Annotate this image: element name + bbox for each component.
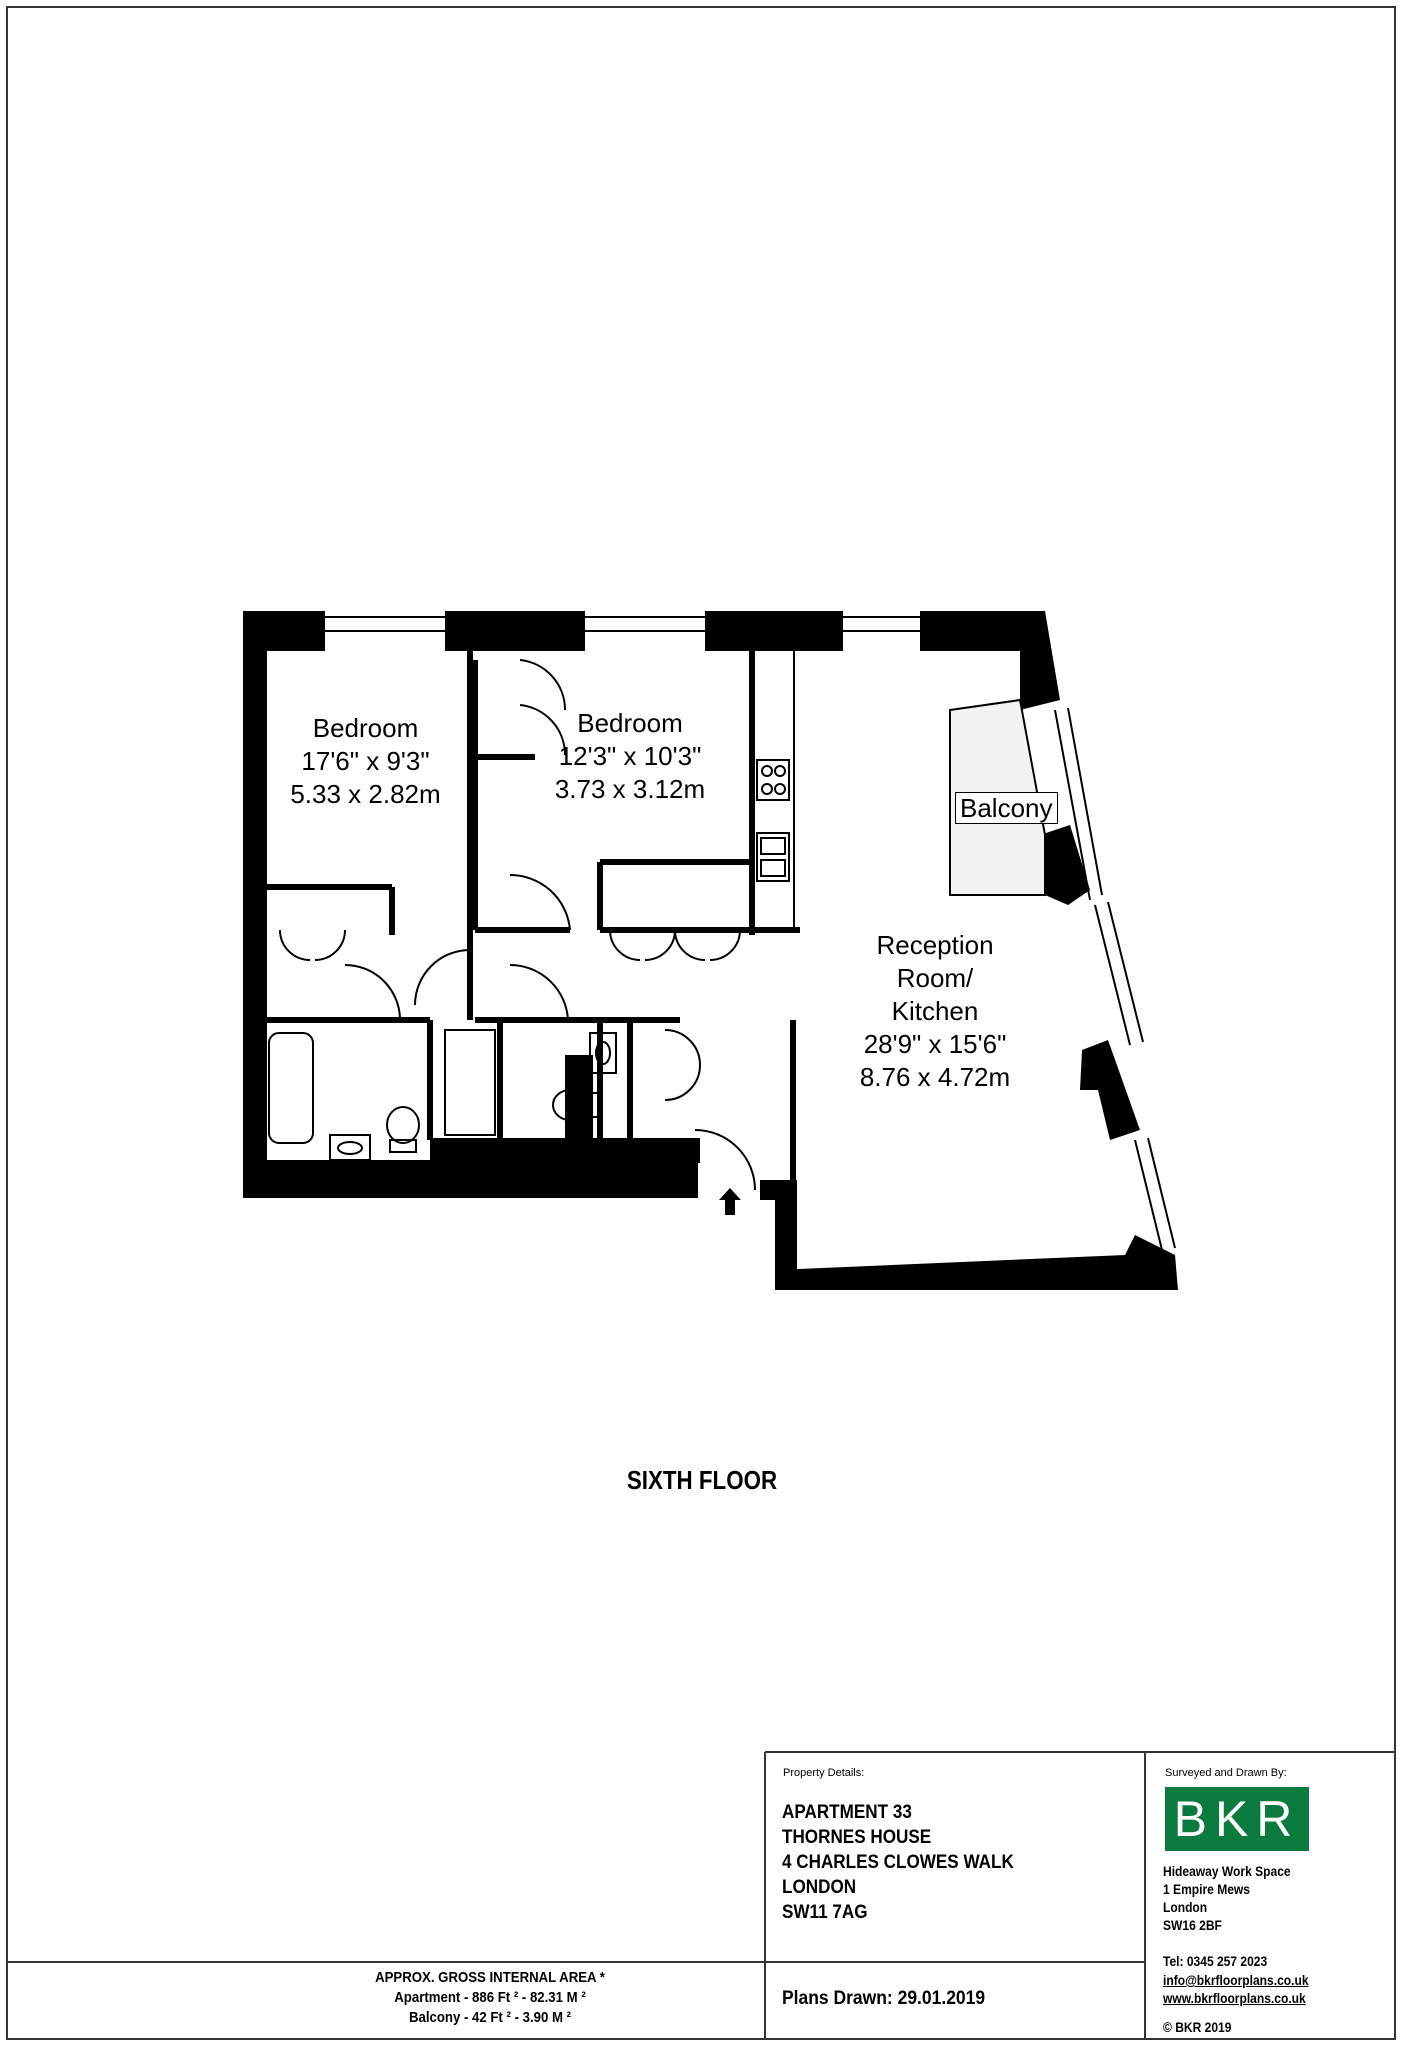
- bedroom-2-label: Bedroom 12'3" x 10'3" 3.73 x 3.12m: [525, 707, 735, 806]
- page-border: [6, 6, 1396, 2040]
- entrance-arrow: [719, 1188, 741, 1215]
- address-line: 4 CHARLES CLOWES WALK: [782, 1852, 1014, 1873]
- floor-title: SIXTH FLOOR: [626, 1465, 778, 1495]
- bathroom-fixtures: [268, 1029, 617, 1161]
- external-walls: [243, 611, 1178, 1290]
- surveyor-website-link[interactable]: www.bkrfloorplans.co.uk: [1163, 1990, 1306, 2006]
- surveyor-address-line: Hideaway Work Space: [1163, 1863, 1291, 1879]
- surveyor-address-line: SW16 2BF: [1163, 1917, 1222, 1933]
- gross-internal-area: APPROX. GROSS INTERNAL AREA * Apartment …: [230, 1968, 750, 2028]
- address-line: SW11 7AG: [782, 1902, 868, 1923]
- reception-imperial: 28'9" x 15'6": [863, 1029, 1007, 1059]
- address-line: THORNES HOUSE: [782, 1827, 932, 1848]
- area-heading: APPROX. GROSS INTERNAL AREA *: [375, 1969, 605, 1986]
- bedroom-2-imperial: 12'3" x 10'3": [558, 741, 702, 771]
- plans-drawn-date: Plans Drawn: 29.01.2019: [782, 1988, 986, 2009]
- windows: [325, 616, 1176, 1251]
- doors: [279, 659, 756, 1191]
- address-line: LONDON: [782, 1877, 857, 1898]
- surveyor-heading: Surveyed and Drawn By:: [1165, 1767, 1287, 1779]
- reception-line3: Kitchen: [891, 996, 979, 1026]
- bedroom-1-label: Bedroom 17'6" x 9'3" 5.33 x 2.82m: [258, 712, 473, 811]
- balcony-label: Balcony: [955, 792, 1058, 824]
- reception-metric: 8.76 x 4.72m: [859, 1062, 1011, 1092]
- surveyor-email-link[interactable]: info@bkrfloorplans.co.uk: [1163, 1972, 1309, 1988]
- address-line: APARTMENT 33: [782, 1802, 912, 1823]
- bedroom-2-name: Bedroom: [577, 708, 683, 738]
- reception-line2: Room/: [896, 963, 974, 993]
- property-address: APARTMENT 33 THORNES HOUSE 4 CHARLES CLO…: [782, 1800, 1014, 1925]
- area-apartment: Apartment - 886 Ft ² - 82.31 M ²: [394, 1989, 586, 2006]
- bedroom-1-metric: 5.33 x 2.82m: [290, 779, 441, 809]
- bedroom-1-name: Bedroom: [312, 713, 419, 743]
- bedroom-1-imperial: 17'6" x 9'3": [301, 746, 430, 776]
- copyright-notice: © BKR 2019: [1163, 2019, 1232, 2035]
- bkr-logo: BKR: [1165, 1787, 1309, 1851]
- property-details-heading: Property Details:: [783, 1767, 865, 1779]
- surveyor-address-line: 1 Empire Mews: [1163, 1881, 1250, 1897]
- title-block: [6, 1751, 1396, 2040]
- bedroom-2-metric: 3.73 x 3.12m: [554, 774, 706, 804]
- surveyor-tel: Tel: 0345 257 2023: [1163, 1953, 1268, 1969]
- area-balcony: Balcony - 42 Ft ² - 3.90 M ²: [408, 2009, 572, 2026]
- surveyor-address-line: London: [1163, 1899, 1208, 1915]
- reception-line1: Reception: [876, 930, 994, 960]
- kitchen-units: [751, 649, 795, 929]
- reception-label: Reception Room/ Kitchen 28'9" x 15'6" 8.…: [830, 929, 1040, 1094]
